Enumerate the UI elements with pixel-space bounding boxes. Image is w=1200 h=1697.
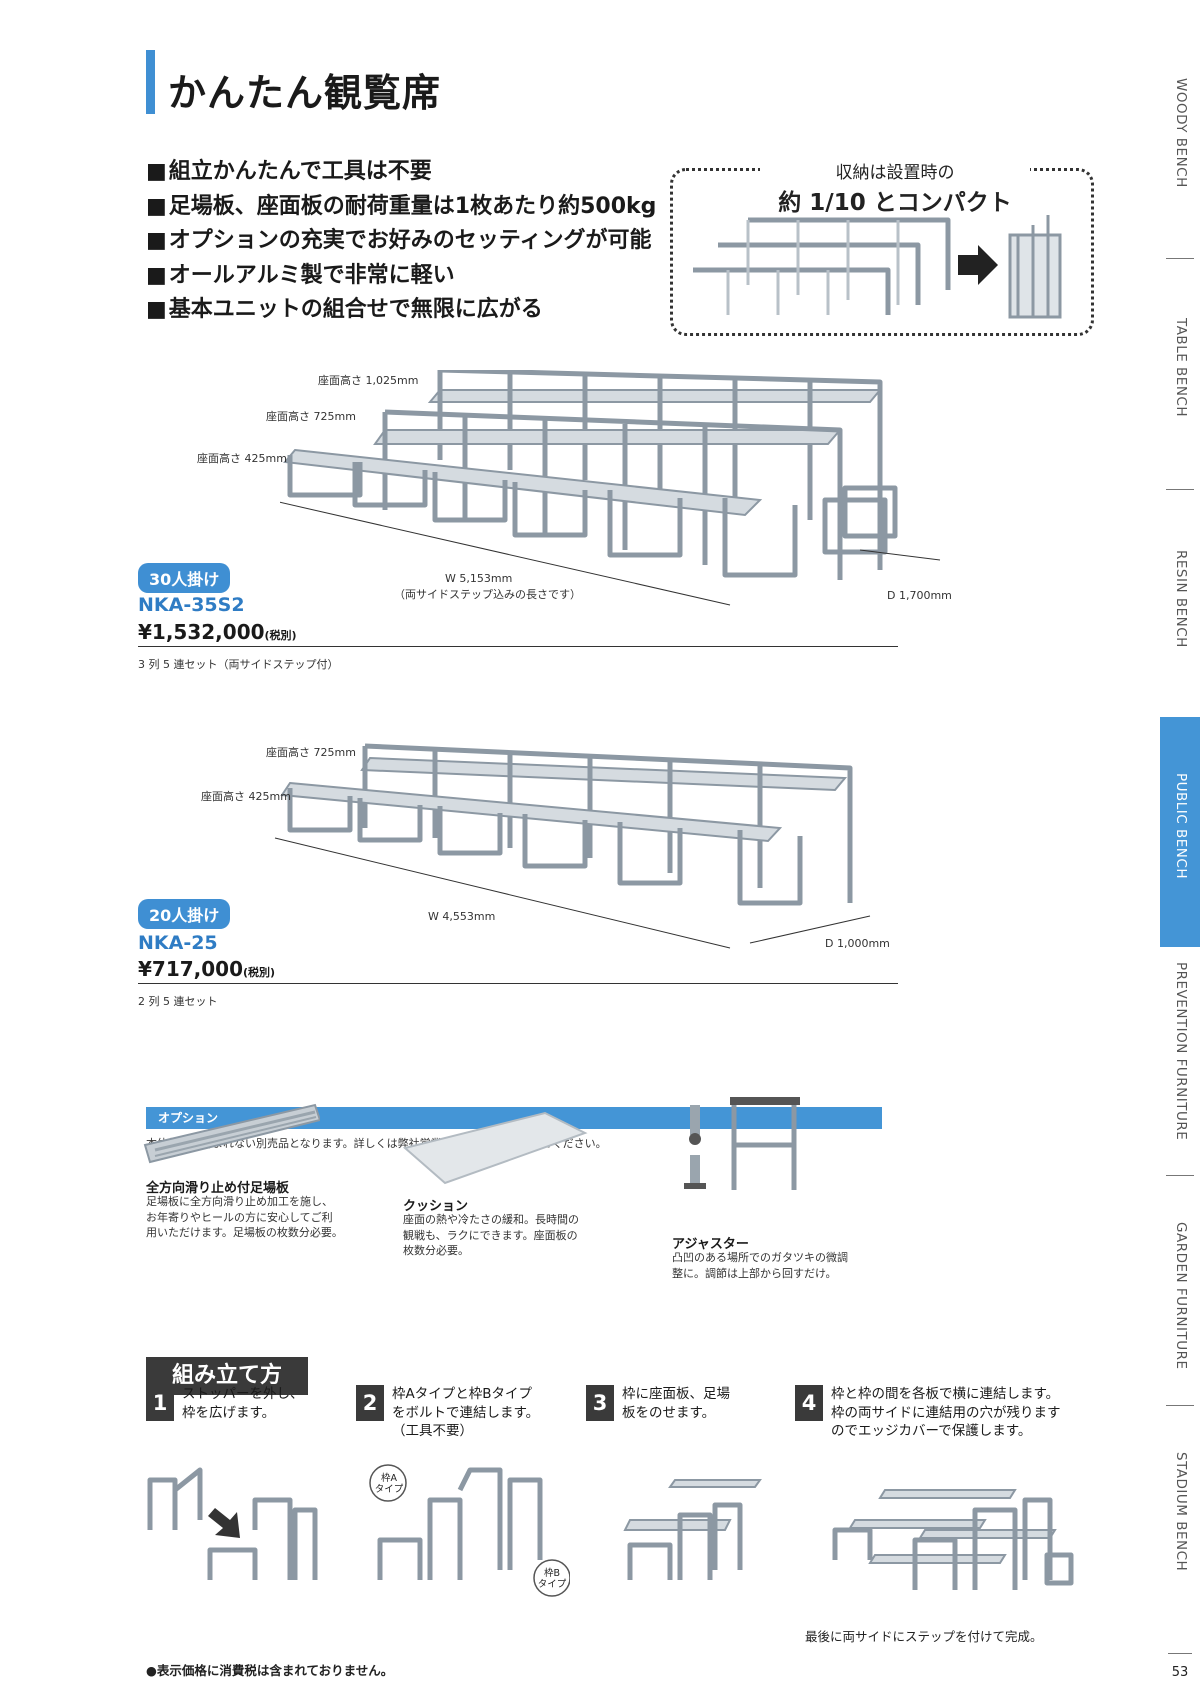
sidebar-tab-garden-furniture[interactable]: GARDEN FURNITURE [1173,1222,1189,1370]
dim-width: W 4,553mm [428,910,496,923]
option-description: 座面の熱や冷たさの緩和。長時間の観戦も、ラクにできます。座面板の枚数分必要。 [403,1213,579,1257]
set-description: 2 列 5 連セット [138,995,218,1008]
page-number-rule [1168,1653,1192,1654]
feature-list: 組立かんたんで工具は不要 足場板、座面板の耐荷重量は1枚あたり約500kg オプ… [146,155,657,328]
model-number: NKA-25 [138,932,218,954]
dim-seat-height-back: 座面高さ 725mm [266,746,356,759]
bleacher-small-illustration [693,217,951,315]
capacity-badge: 20人掛け [138,899,231,929]
sidebar-tab-stadium-bench[interactable]: STADIUM BENCH [1173,1452,1189,1572]
option-description: 凸凹のある場所でのガタツキの微調整に。調節は上部から回すだけ。 [672,1251,848,1280]
folded-frames-illustration [1008,215,1062,319]
dim-seat-height-front: 座面高さ 425mm [201,790,291,803]
dim-depth: D 1,000mm [825,937,890,950]
bleacher-2row-illustration [274,743,871,949]
arrow-right-icon [958,245,998,285]
option-description: 足場板に全方向滑り止め加工を施し、お年寄りやヒールの方に安心してご利用いただけま… [146,1195,343,1239]
step-text: 枠と枠の間を各板で横に連結します。枠の両サイドに連結用の穴が残りますのでエッジカ… [831,1386,1061,1439]
sidebar-tab-woody-bench[interactable]: WOODY BENCH [1173,78,1189,188]
price: ¥1,532,000(税別) [138,620,297,644]
option-name: 全方向滑り止め付足場板 [146,1181,290,1196]
divider [138,646,898,647]
divider [138,983,898,984]
bleacher-3row-illustration [280,370,941,606]
step2-illustration [369,1464,570,1597]
step-number: 2 [356,1385,384,1421]
capacity-badge: 30人掛け [138,563,231,593]
step-number: 1 [146,1385,174,1421]
assembly-final-note: 最後に両サイドにステップを付けて完成。 [805,1629,1043,1644]
feature-item: オールアルミ製で非常に軽い [146,259,656,294]
sidebar-tab-prevention-furniture[interactable]: PREVENTION FURNITURE [1173,962,1189,1141]
sidebar-tab-resin-bench[interactable]: RESIN BENCH [1173,550,1189,648]
feature-item: 組立かんたんで工具は不要 [146,155,656,190]
storage-illustration [693,215,1062,319]
adjuster-illustration [684,1097,800,1190]
category-sidebar: WOODY BENCH TABLE BENCH RESIN BENCH PUBL… [1160,0,1200,1697]
sidebar-separator [1166,1405,1194,1406]
tax-note: (税別) [264,629,297,642]
sidebar-separator [1166,258,1194,259]
step-number: 3 [586,1385,614,1421]
sidebar-separator [1166,489,1194,490]
dim-seat-height-middle: 座面高さ 725mm [266,410,356,423]
step1-illustration [147,1467,318,1580]
page-number: 53 [1171,1665,1189,1680]
dim-seat-height-back: 座面高さ 1,025mm [318,374,419,387]
dim-width: W 5,153mm [445,572,513,585]
step-text: 枠Aタイプと枠Bタイプをボルトで連結します。（工具不要） [392,1386,540,1439]
step-text: ストッパーを外し、枠を広げます。 [182,1386,304,1421]
step-number: 4 [795,1385,823,1421]
feature-item: オプションの充実でお好みのセッティングが可能 [146,224,656,259]
sidebar-tab-public-bench[interactable]: PUBLIC BENCH [1160,717,1200,947]
tax-footnote: ●表示価格に消費税は含まれておりません。 [146,1663,394,1678]
dim-depth: D 1,700mm [887,589,952,602]
step4-illustration [832,1489,1074,1590]
storage-caption-line2: 約 1/10 とコンパクト [760,183,1030,217]
step3-illustration [623,1479,762,1580]
sidebar-separator [1166,1175,1194,1176]
page-title: かんたん観覧席 [168,71,442,115]
storage-caption-line1: 収納は設置時の [760,158,1030,183]
model-number: NKA-35S2 [138,594,245,616]
price: ¥717,000(税別) [138,957,276,981]
option-name: アジャスター [672,1237,749,1252]
dim-width-note: （両サイドステップ込みの長さです） [394,588,581,601]
footboard-illustration [143,1103,320,1164]
title-accent-bar [146,50,155,114]
feature-item: 基本ユニットの組合せで無限に広がる [146,293,656,328]
sidebar-tab-table-bench[interactable]: TABLE BENCH [1173,318,1189,418]
dim-seat-height-front: 座面高さ 425mm [197,452,287,465]
cushion-illustration [402,1111,588,1185]
feature-item: 足場板、座面板の耐荷重量は1枚あたり約500kg [146,190,657,225]
step-text: 枠に座面板、足場板をのせます。 [622,1386,730,1421]
set-description: 3 列 5 連セット（両サイドステップ付） [138,658,339,671]
option-name: クッション [403,1199,469,1214]
arrow-down-right-icon [208,1508,240,1538]
tax-note: (税別) [243,966,276,979]
